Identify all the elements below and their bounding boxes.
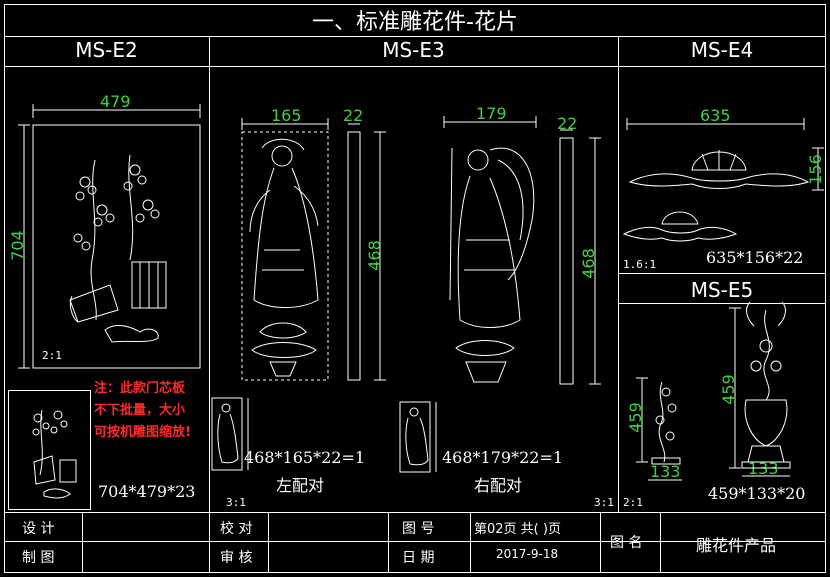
- titleblock-top: [4, 512, 826, 513]
- e2-width-dim: 479: [100, 92, 131, 111]
- tb-col-2: [209, 512, 210, 573]
- header-ms-e3: MS-E3: [382, 38, 445, 62]
- note-line-3: 可按机雕图缩放!: [94, 425, 191, 440]
- e5-header-divider: [618, 303, 826, 304]
- note-line-1: 注：此款门芯板: [94, 381, 186, 396]
- col-divider-1: [209, 36, 210, 512]
- e3-scale-right: 3:1: [594, 496, 614, 509]
- e5-small-width-dim: 133: [650, 462, 681, 481]
- e3-right-width-dim: 179: [476, 104, 507, 123]
- e3-scale-left: 3:1: [226, 496, 246, 509]
- e3-left-depth-dim: 22: [343, 106, 364, 125]
- e3-left-side-label: 左配对: [276, 476, 325, 495]
- e3-left-width-dim: 165: [271, 106, 302, 125]
- note-line-2: 不下批量，大小: [94, 403, 186, 418]
- tb-name-label: 图 名: [610, 535, 643, 551]
- tb-col-1: [82, 512, 83, 573]
- header-ms-e5: MS-E5: [690, 278, 754, 302]
- tb-col-6: [600, 512, 601, 573]
- tb-drawing-no-label: 图 号: [402, 521, 435, 537]
- e4-size-label: 635*156*22: [706, 248, 804, 267]
- tb-col-5: [470, 512, 471, 573]
- e2-size-label: 704*479*23: [98, 482, 196, 501]
- e3-right-size-label: 468*179*22=1: [442, 448, 564, 467]
- tb-page-value: 第02页 共( )页: [474, 522, 561, 537]
- tb-check-label: 校 对: [220, 521, 253, 537]
- drawing-frame: [4, 4, 826, 573]
- e4-width-dim: 635: [700, 106, 731, 125]
- tb-date-label: 日 期: [402, 550, 435, 566]
- drawing-title: 一、标准雕花件-花片: [312, 10, 518, 35]
- e3-right-side-label: 右配对: [474, 476, 523, 495]
- title-divider: [4, 36, 826, 37]
- e3-right-depth-dim: 22: [557, 114, 578, 133]
- titleblock-mid: [4, 541, 826, 542]
- e3-left-size-label: 468*165*22=1: [244, 448, 366, 467]
- header-ms-e2: MS-E2: [75, 38, 138, 62]
- header-divider: [4, 66, 826, 67]
- e4-e5-divider: [618, 273, 826, 274]
- e2-scale: 2:1: [42, 349, 62, 362]
- tb-col-7: [660, 512, 661, 573]
- e5-scale: 2:1: [623, 496, 643, 509]
- tb-design-label: 设 计: [22, 521, 55, 537]
- tb-review-label: 审 核: [220, 550, 253, 566]
- e5-size-label: 459*133*20: [708, 484, 806, 503]
- tb-col-4: [388, 512, 389, 573]
- e4-scale: 1.6:1: [623, 258, 657, 271]
- tb-draw-label: 制 图: [22, 550, 55, 566]
- col-divider-2: [618, 36, 619, 512]
- tb-name-value: 雕花件产品: [696, 536, 777, 555]
- tb-col-3: [268, 512, 269, 573]
- tb-date-value: 2017-9-18: [496, 547, 559, 561]
- e2-thumbnail-frame: [8, 390, 91, 510]
- header-ms-e4: MS-E4: [690, 38, 754, 62]
